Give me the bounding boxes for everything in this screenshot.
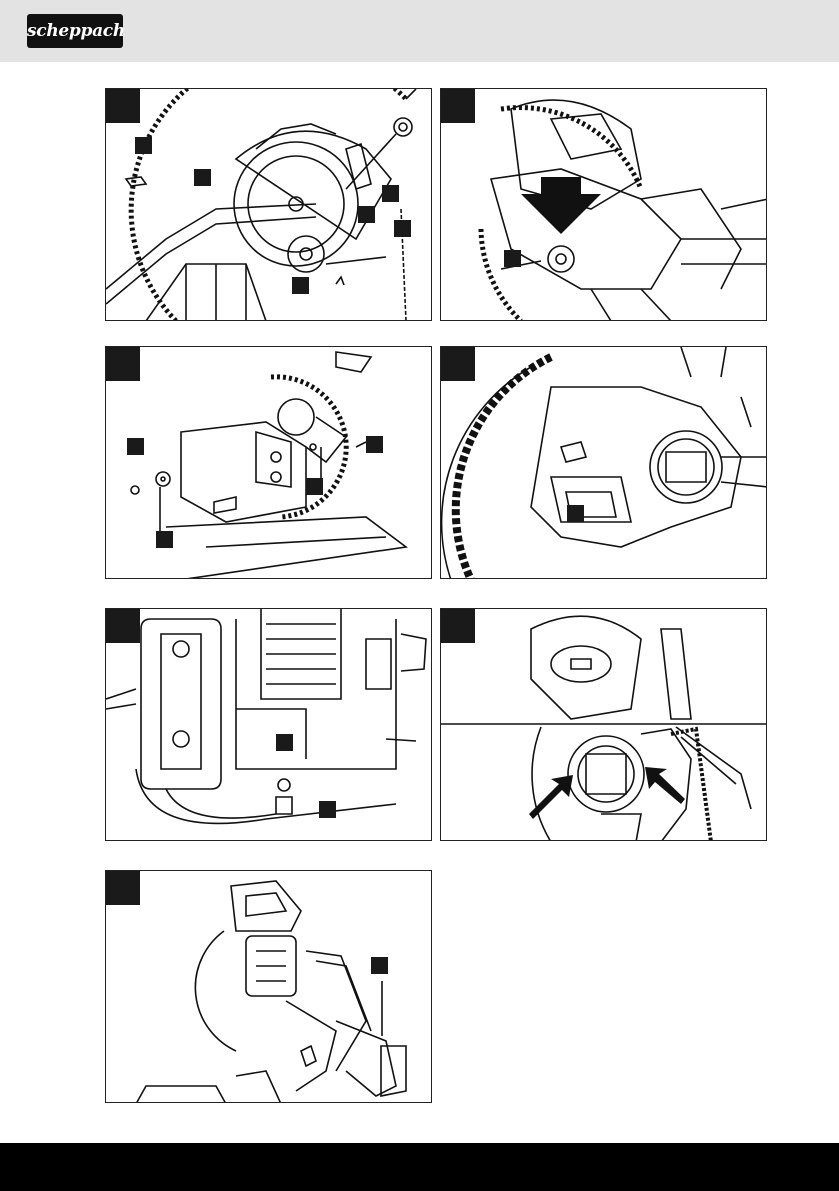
figure-1-callout-5 — [394, 220, 411, 237]
figure-7-number — [106, 871, 140, 905]
page-footer — [0, 1143, 839, 1191]
figure-5-callout-2 — [319, 801, 336, 818]
figure-7 — [105, 870, 432, 1103]
figure-3-number — [106, 347, 140, 381]
figure-6-arrow-right — [645, 767, 685, 804]
figure-1-callout-4 — [358, 206, 375, 223]
brand-logo-text: scheppach — [27, 14, 123, 48]
figure-3-callout-2 — [366, 436, 383, 453]
figure-3-callout-3 — [306, 478, 323, 495]
brand-logo: scheppach — [27, 14, 123, 48]
figure-2-callout-1 — [504, 250, 521, 267]
figure-6-drawing — [441, 609, 767, 841]
figure-3 — [105, 346, 432, 579]
figure-6-number — [441, 609, 475, 643]
figure-3-callout-1 — [127, 438, 144, 455]
figure-4 — [440, 346, 767, 579]
figure-2-number — [441, 89, 475, 123]
figure-5-drawing — [106, 609, 432, 841]
figure-2 — [440, 88, 767, 321]
figure-1-callout-3 — [382, 185, 399, 202]
figure-1-callout-6 — [292, 277, 309, 294]
figure-1 — [105, 88, 432, 321]
figure-7-callout-1 — [371, 957, 388, 974]
figure-6-arrow-left — [529, 775, 573, 819]
figure-3-drawing — [106, 347, 432, 579]
figure-1-callout-1 — [135, 137, 152, 154]
figure-4-drawing — [441, 347, 767, 579]
figure-2-drawing — [441, 89, 767, 321]
figure-4-number — [441, 347, 475, 381]
figure-5 — [105, 608, 432, 841]
figure-2-down-arrow — [521, 177, 601, 234]
figure-1-drawing — [106, 89, 432, 321]
figure-5-number — [106, 609, 140, 643]
figure-1-callout-2 — [194, 169, 211, 186]
figure-3-callout-4 — [156, 531, 173, 548]
figure-7-drawing — [106, 871, 432, 1103]
figure-6 — [440, 608, 767, 841]
figure-1-number — [106, 89, 140, 123]
page-header: scheppach — [0, 0, 839, 62]
figure-4-callout-1 — [567, 505, 584, 522]
figure-5-callout-1 — [276, 734, 293, 751]
